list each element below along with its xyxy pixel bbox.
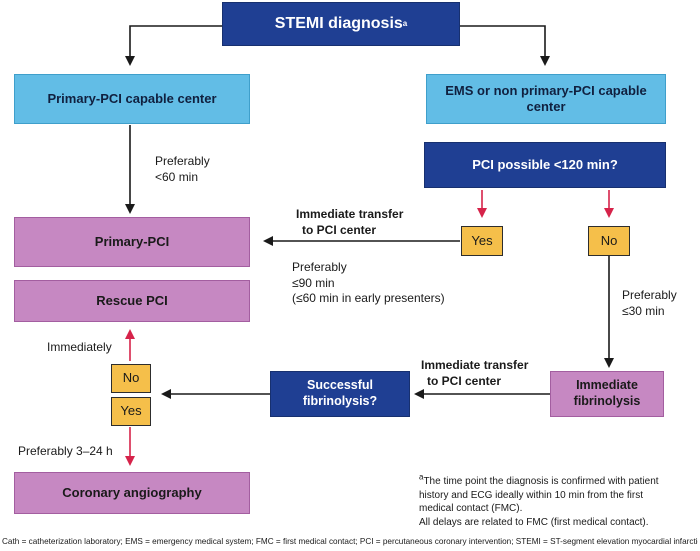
preferably-60-annotation: Preferably <60 min: [155, 154, 210, 185]
primary-pci-label: Primary-PCI: [94, 233, 170, 249]
preferably-90-line1: Preferably: [292, 260, 347, 274]
preferably-3-24-annotation: Preferably 3–24 h: [18, 444, 113, 458]
immediate-transfer-upper-line1: Immediate transfer: [296, 207, 404, 221]
arrow-diagnosis-to-left: [125, 25, 222, 66]
immediate-transfer-lower-line1: Immediate transfer: [421, 358, 529, 372]
preferably-90-line3: (≤60 min in early presenters): [292, 291, 445, 306]
primary-pci-capable-center-label: Primary-PCI capable center: [47, 90, 217, 106]
pci-possible-question-label: PCI possible <120 min?: [472, 156, 618, 172]
no-box-lower: No: [111, 364, 151, 393]
footnote-line3: medical contact (FMC).: [419, 503, 523, 514]
immediate-transfer-lower-line2: to PCI center: [427, 373, 502, 388]
yes-upper-label: Yes: [471, 232, 493, 248]
arrow-diagnosis-to-right: [460, 25, 550, 66]
primary-pci-box: Primary-PCI: [14, 217, 250, 267]
no-box-upper: No: [588, 226, 630, 256]
coronary-angiography-box: Coronary angiography: [14, 472, 250, 514]
preferably-30-annotation: Preferably ≤30 min: [622, 288, 677, 319]
coronary-angiography-label: Coronary angiography: [62, 484, 202, 500]
successful-fibrinolysis-box: Successful fibrinolysis?: [270, 371, 410, 417]
immediate-transfer-annotation-lower: Immediate transfer to PCI center: [421, 358, 528, 389]
footnote: aThe time point the diagnosis is confirm…: [419, 472, 659, 529]
ems-non-pci-center-label: EMS or non primary-PCI capable center: [445, 82, 647, 114]
successful-fibrinolysis-label: Successful fibrinolysis?: [302, 378, 378, 408]
rescue-pci-label: Rescue PCI: [96, 292, 168, 308]
immediate-fibrinolysis-label: Immediate fibrinolysis: [573, 378, 641, 408]
preferably-30-line2: ≤30 min: [622, 303, 665, 318]
no-upper-label: No: [600, 232, 618, 248]
preferably-30-line1: Preferably: [622, 288, 677, 302]
rescue-pci-box: Rescue PCI: [14, 280, 250, 322]
yes-box-lower: Yes: [111, 397, 151, 426]
footnote-line1-wrap: aThe time point the diagnosis is confirm…: [419, 472, 659, 489]
pci-possible-question-box: PCI possible <120 min?: [424, 142, 666, 188]
footnote-line2: history and ECG ideally within 10 min fr…: [419, 489, 643, 501]
ems-non-pci-center-box: EMS or non primary-PCI capable center: [426, 74, 666, 124]
abbreviations-legend: Cath = catheterization laboratory; EMS =…: [2, 537, 698, 546]
preferably-90-annotation: Preferably ≤90 min (≤60 min in early pre…: [292, 260, 445, 307]
footnote-line4: All delays are related to FMC (first med…: [419, 516, 649, 528]
preferably-60-line1: Preferably: [155, 154, 210, 168]
no-lower-label: No: [122, 370, 140, 386]
immediate-fibrinolysis-box: Immediate fibrinolysis: [550, 371, 664, 417]
primary-pci-capable-center-box: Primary-PCI capable center: [14, 74, 250, 124]
preferably-90-line2: ≤90 min: [292, 275, 335, 290]
footnote-marker: a: [419, 472, 424, 482]
stemi-diagnosis-label: STEMI diagnosis: [274, 15, 403, 32]
immediate-transfer-upper-line2: to PCI center: [302, 222, 377, 237]
yes-box-upper: Yes: [461, 226, 503, 256]
immediately-annotation: Immediately: [47, 340, 112, 354]
preferably-60-line2: <60 min: [155, 169, 199, 184]
immediate-transfer-annotation-upper: Immediate transfer to PCI center: [296, 207, 403, 238]
footnote-line1: The time point the diagnosis is confirme…: [423, 476, 659, 487]
yes-lower-label: Yes: [120, 403, 142, 419]
